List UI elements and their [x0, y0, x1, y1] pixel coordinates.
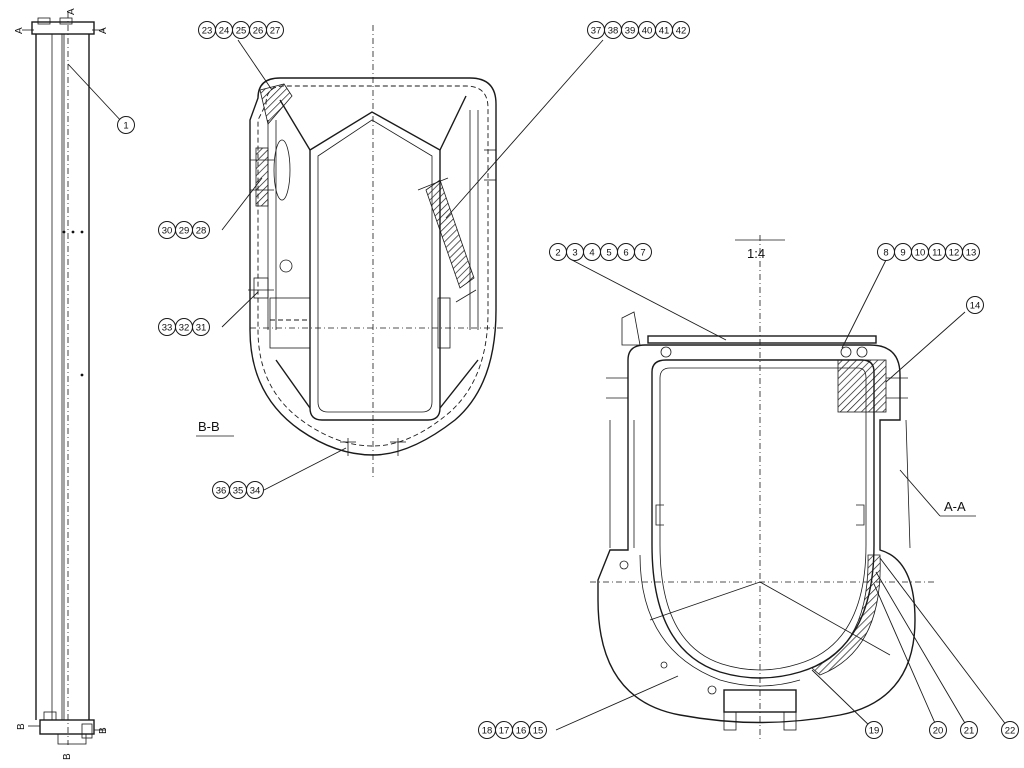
callout-number-16: 16: [516, 725, 527, 736]
callout-number-24: 24: [219, 25, 230, 36]
cut-marker-b-left: B: [16, 723, 27, 730]
callout-number-27: 27: [270, 25, 281, 36]
callout-number-22: 22: [1005, 725, 1016, 736]
cut-marker-a-top: A: [66, 8, 77, 15]
callout-number-25: 25: [236, 25, 247, 36]
callout-number-12: 12: [949, 247, 960, 258]
callout-number-17: 17: [499, 725, 510, 736]
callout-number-15: 15: [533, 725, 544, 736]
callout-balloon: [929, 721, 947, 739]
callout-balloon: [634, 243, 652, 261]
callout-balloon: [960, 721, 978, 739]
cut-marker-a-left: A: [14, 27, 25, 34]
callout-number-28: 28: [196, 225, 207, 236]
callout-number-3: 3: [572, 247, 577, 258]
callout-balloon: [962, 243, 980, 261]
cut-marker-b-right: B: [98, 727, 109, 734]
callout-number-14: 14: [970, 300, 981, 311]
callout-number-31: 31: [196, 322, 207, 333]
callout-number-26: 26: [253, 25, 264, 36]
callout-number-29: 29: [179, 225, 190, 236]
callout-number-39: 39: [625, 25, 636, 36]
callout-number-9: 9: [900, 247, 905, 258]
callout-number-18: 18: [482, 725, 493, 736]
callout-number-4: 4: [589, 247, 594, 258]
callout-balloon: [865, 721, 883, 739]
cut-marker-a-right: A: [98, 27, 109, 34]
callout-balloon: [246, 481, 264, 499]
callout-balloon: [529, 721, 547, 739]
callout-number-8: 8: [883, 247, 888, 258]
callout-balloon: [966, 296, 984, 314]
callout-number-6: 6: [623, 247, 628, 258]
section-aa-label: A-A: [944, 499, 966, 514]
callout-number-11: 11: [932, 247, 942, 258]
elevation-view: A A A B B B: [14, 8, 109, 760]
callout-number-21: 21: [964, 725, 975, 736]
callout-number-23: 23: [202, 25, 213, 36]
callout-number-37: 37: [591, 25, 602, 36]
callout-number-2: 2: [555, 247, 560, 258]
callout-number-7: 7: [640, 247, 645, 258]
callout-balloon: [192, 318, 210, 336]
callout-balloon: [117, 116, 135, 134]
callout-balloon: [672, 21, 690, 39]
callout-number-5: 5: [606, 247, 611, 258]
callout-number-40: 40: [642, 25, 653, 36]
leader-lines: [67, 39, 1011, 731]
callout-balloon: [192, 221, 210, 239]
callout-number-20: 20: [933, 725, 944, 736]
callout-number-19: 19: [869, 725, 880, 736]
callout-number-33: 33: [162, 322, 173, 333]
callout-number-36: 36: [216, 485, 227, 496]
scale-label: 1:4: [747, 246, 765, 261]
callout-number-35: 35: [233, 485, 244, 496]
callout-number-30: 30: [162, 225, 173, 236]
callout-number-42: 42: [676, 25, 687, 36]
callout-balloon: [266, 21, 284, 39]
callout-number-34: 34: [250, 485, 261, 496]
cut-marker-b-bottom: B: [62, 753, 73, 760]
callout-balloon: [1001, 721, 1019, 739]
callout-number-38: 38: [608, 25, 619, 36]
section-aa-view: 1:4 A-: [590, 235, 976, 740]
callout-number-41: 41: [659, 25, 670, 36]
callout-number-10: 10: [915, 247, 926, 258]
callout-number-1: 1: [123, 120, 128, 131]
section-bb-label: B-B: [198, 419, 220, 434]
callout-number-13: 13: [966, 247, 977, 258]
section-bb-view: B-B: [196, 25, 505, 480]
callout-number-32: 32: [179, 322, 190, 333]
